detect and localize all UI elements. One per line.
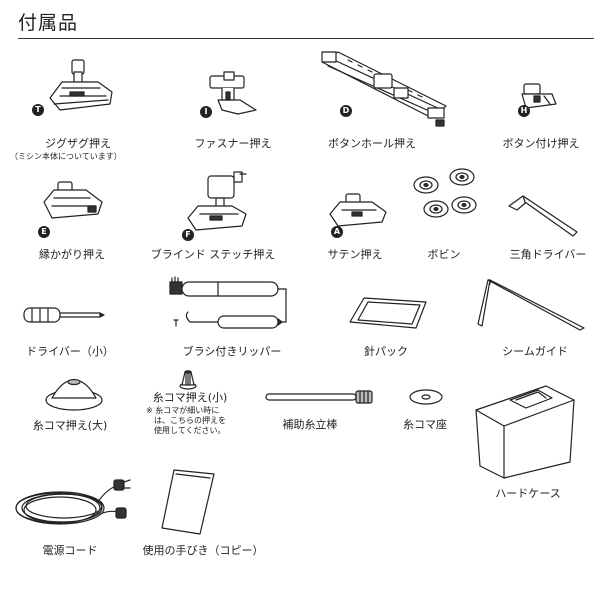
zipper-foot-icon [209,71,257,115]
label-seam-guide: シームガイド [502,345,568,358]
label-spool-felt: 糸コマ座 [403,418,447,431]
label-seam-ripper: ブラシ付きリッパー [182,345,282,358]
badge-f: F [182,229,194,241]
label-needle-pack: 針パック [364,345,408,358]
label-zipper-foot: ファスナー押え [194,137,272,150]
label-triangle-driver: 三角ドライバー [509,248,587,261]
label-spool-cap-large: 糸コマ押え(大) [32,419,108,432]
title-divider [18,38,594,39]
label-blind-stitch-foot: ブラインド ステッチ押え [150,248,276,261]
badge-i: I [200,106,212,118]
label-bobbin: ボビン [427,248,461,261]
badge-d: D [340,105,352,117]
zigzag-foot-icon [49,59,113,111]
button-sewing-foot-icon [521,83,557,109]
label-power-cord: 電源コード [42,544,98,557]
seam-guide-icon [477,279,585,331]
note-zigzag-foot: （ミシン本体についています） [10,152,122,161]
badge-e: E [38,226,50,238]
satin-foot-icon [329,193,387,227]
note-spool-cap-small: ※ 糸コマが細い時に は、こちらの押えを 使用してください。 [146,406,226,435]
badge-t: T [32,104,44,116]
spool-pin-icon [265,390,373,404]
label-manual: 使用の手びき（コピー） [142,544,264,557]
seam-ripper-brush-icon [169,276,287,329]
buttonhole-foot-icon [321,51,447,127]
hard-case-icon [475,385,575,479]
label-spool-cap-small: 糸コマ押え(小) [152,391,228,404]
label-spool-pin: 補助糸立棒 [282,418,338,431]
label-button-sewing-foot: ボタン付け押え [502,137,580,150]
screwdriver-icon [23,307,105,323]
blind-stitch-foot-icon [187,171,247,231]
label-buttonhole-foot: ボタンホール押え [328,137,416,150]
badge-h: H [518,105,530,117]
label-zigzag-foot: ジグザグ押え [45,137,111,150]
label-hard-case: ハードケース [495,487,561,500]
needle-pack-icon [349,297,427,329]
badge-a: A [331,226,343,238]
label-satin-foot: サテン押え [327,248,383,261]
spool-cap-large-icon [45,378,103,411]
label-screwdriver: ドライバー（小） [26,345,114,358]
spool-cap-small-icon [179,370,197,390]
power-cord-icon [15,479,131,525]
manual-icon [161,469,215,535]
spool-felt-icon [409,389,443,405]
page-title: 付属品 [18,12,79,34]
bobbin-icon [413,168,477,218]
label-overcast-foot: 縁かがり押え [39,248,105,261]
triangle-driver-icon [508,195,578,237]
overcast-foot-icon [43,181,103,219]
